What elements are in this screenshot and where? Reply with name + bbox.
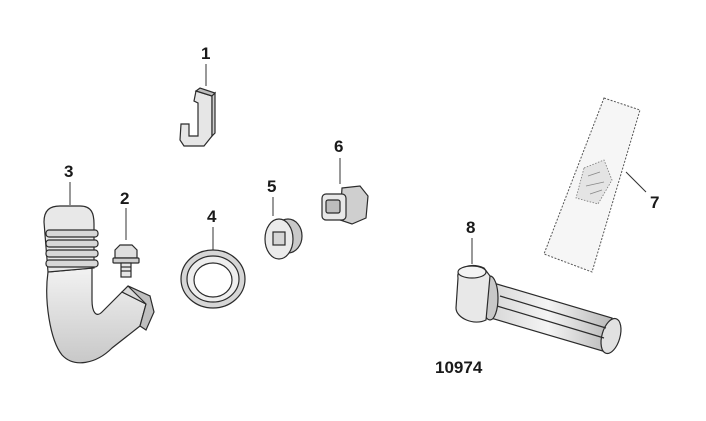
part-7-decal xyxy=(543,97,641,273)
callout-1: 1 xyxy=(201,44,210,63)
callout-3: 3 xyxy=(64,162,73,181)
callout-2: 2 xyxy=(120,189,129,208)
leader-7 xyxy=(625,171,647,193)
part-1-clip xyxy=(179,87,217,147)
part-5-cap xyxy=(264,218,303,260)
callout-8: 8 xyxy=(466,218,475,237)
part-2-screw xyxy=(112,244,140,278)
drawing-number: 10974 xyxy=(435,358,483,377)
part-4-gasket-ring xyxy=(180,249,246,309)
callout-4: 4 xyxy=(207,207,217,226)
part-3-elbow-duct xyxy=(43,205,155,364)
callout-7: 7 xyxy=(650,193,659,212)
part-8-tube xyxy=(455,265,622,355)
grip-ribs xyxy=(45,229,99,268)
callout-6: 6 xyxy=(334,137,343,156)
part-6-connector xyxy=(321,185,369,225)
callout-5: 5 xyxy=(267,177,276,196)
